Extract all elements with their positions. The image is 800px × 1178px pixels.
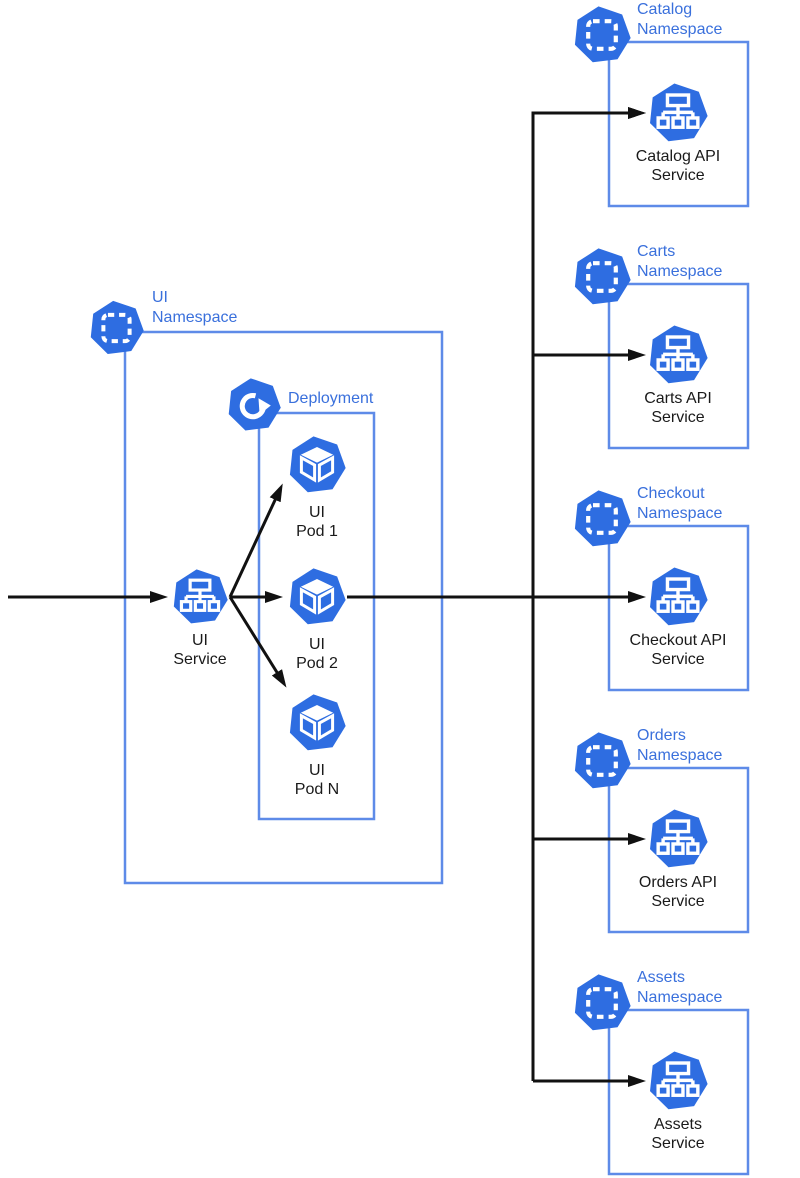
deployment-label: Deployment bbox=[288, 390, 374, 407]
api-service-label: Carts API Service bbox=[644, 390, 712, 426]
ui-namespace-label: UI Namespace bbox=[152, 289, 238, 326]
namespace-label: Catalog Namespace bbox=[637, 1, 723, 38]
namespace-icon bbox=[571, 245, 633, 306]
namespace-box bbox=[607, 282, 750, 450]
ui-service-icon bbox=[171, 566, 229, 627]
namespace-icon bbox=[571, 3, 633, 64]
namespace-box bbox=[607, 1008, 750, 1176]
api-service-icon bbox=[647, 82, 709, 144]
ui-pod2-icon bbox=[287, 567, 347, 627]
namespace-label: Assets Namespace bbox=[637, 969, 723, 1006]
ui-namespace-icon bbox=[87, 298, 146, 356]
namespace-box bbox=[607, 766, 750, 934]
ui-pod1-icon bbox=[287, 435, 347, 495]
namespace-label: Orders Namespace bbox=[637, 727, 723, 764]
ui-podn-icon bbox=[287, 693, 347, 753]
service-to-podn-arrow bbox=[228, 596, 287, 688]
service-to-pod1-arrow bbox=[228, 483, 283, 598]
api-service-label: Checkout API Service bbox=[629, 632, 727, 668]
pod-label: UI Pod 1 bbox=[296, 504, 338, 540]
api-service-label: Assets Service bbox=[651, 1116, 705, 1152]
namespace-box bbox=[607, 524, 750, 692]
api-service-icon bbox=[647, 808, 709, 870]
namespace-icon bbox=[571, 729, 633, 790]
api-service-icon bbox=[647, 566, 709, 628]
pod-label: UI Pod 2 bbox=[296, 636, 338, 672]
pod-label: UI Pod N bbox=[294, 762, 340, 798]
namespace-label: Checkout Namespace bbox=[637, 485, 723, 522]
namespace-icon bbox=[571, 971, 633, 1032]
api-service-icon bbox=[647, 1050, 709, 1112]
deployment-icon bbox=[225, 375, 283, 432]
api-service-label: Catalog API Service bbox=[635, 148, 721, 184]
namespace-icon bbox=[571, 487, 633, 548]
deployment-box bbox=[257, 411, 376, 821]
api-service-icon bbox=[647, 324, 709, 386]
api-service-label: Orders API Service bbox=[638, 874, 718, 910]
namespace-box bbox=[607, 40, 750, 208]
ui-namespace-box bbox=[123, 330, 444, 885]
namespace-label: Carts Namespace bbox=[637, 243, 723, 280]
